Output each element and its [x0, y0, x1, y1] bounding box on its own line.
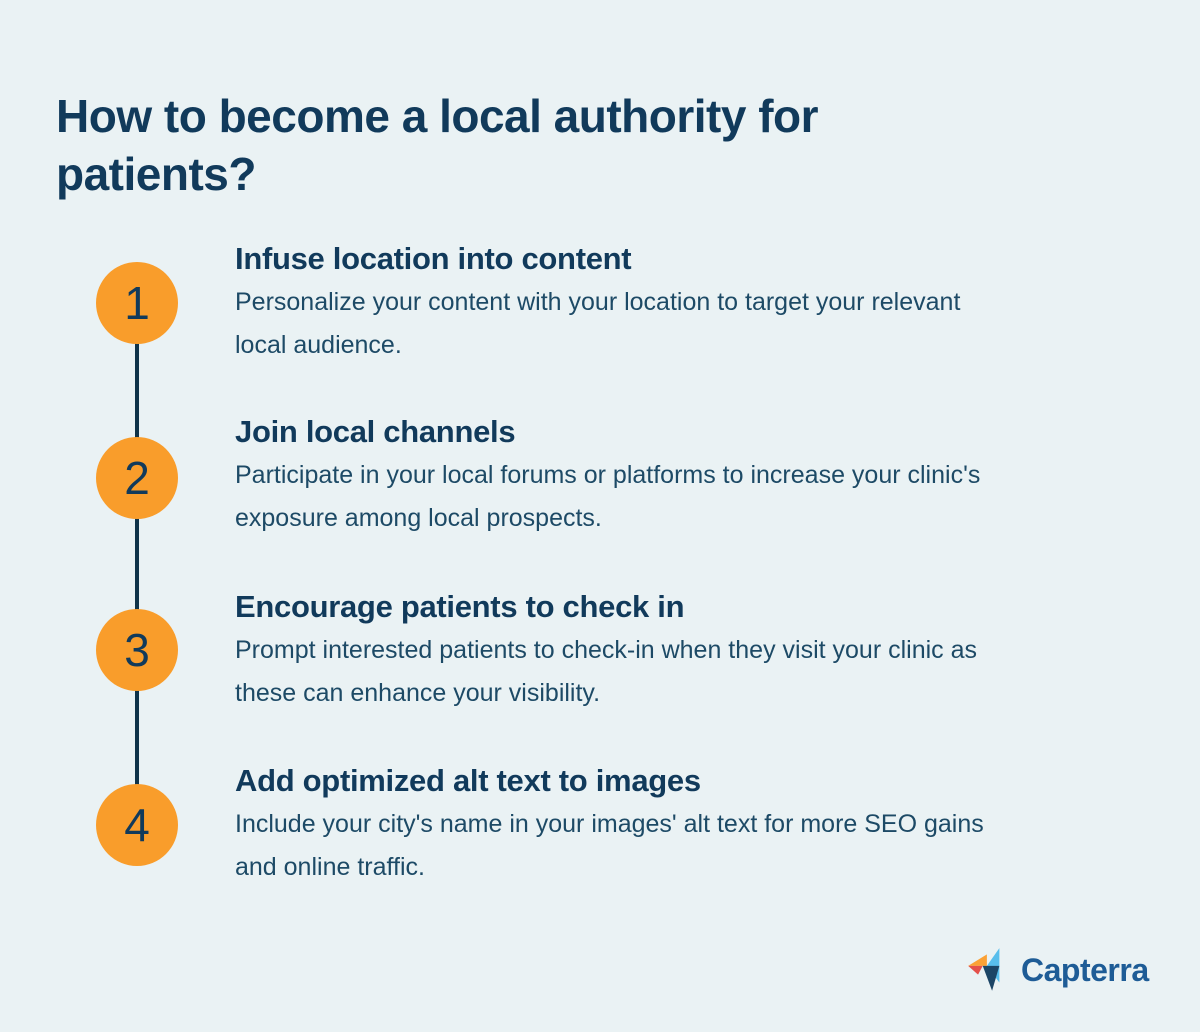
step-item: Infuse location into content Personalize… — [235, 240, 1115, 367]
step-1-number: 1 — [124, 277, 150, 329]
step-4-number-badge: 4 — [96, 784, 178, 866]
page-title: How to become a local authority for pati… — [56, 89, 819, 200]
step-2-description: Participate in your local forums or plat… — [235, 461, 981, 532]
step-2-number-badge: 2 — [96, 437, 178, 519]
capterra-logo: Capterra — [964, 944, 1149, 996]
step-2-title: Join local channels — [235, 414, 516, 449]
step-1-number-badge: 1 — [96, 262, 178, 344]
step-3-title: Encourage patients to check in — [235, 589, 685, 624]
step-3-number: 3 — [124, 624, 150, 676]
step-2-number: 2 — [124, 452, 150, 504]
timeline-connector-line — [135, 303, 139, 825]
step-item: Add optimized alt text to images Include… — [235, 762, 1115, 889]
step-1-title: Infuse location into content — [235, 241, 632, 276]
step-1-description: Personalize your content with your locat… — [235, 288, 961, 359]
capterra-pinwheel-icon — [968, 948, 1000, 991]
step-4-title: Add optimized alt text to images — [235, 763, 701, 798]
capterra-logo-text: Capterra — [1021, 951, 1149, 988]
step-3-description: Prompt interested patients to check-in w… — [235, 636, 978, 707]
step-4-description: Include your city's name in your images'… — [235, 810, 984, 881]
step-item: Join local channels Participate in your … — [235, 413, 1115, 540]
step-3-number-badge: 3 — [96, 609, 178, 691]
step-item: Encourage patients to check in Prompt in… — [235, 588, 1115, 715]
step-4-number: 4 — [124, 799, 150, 851]
